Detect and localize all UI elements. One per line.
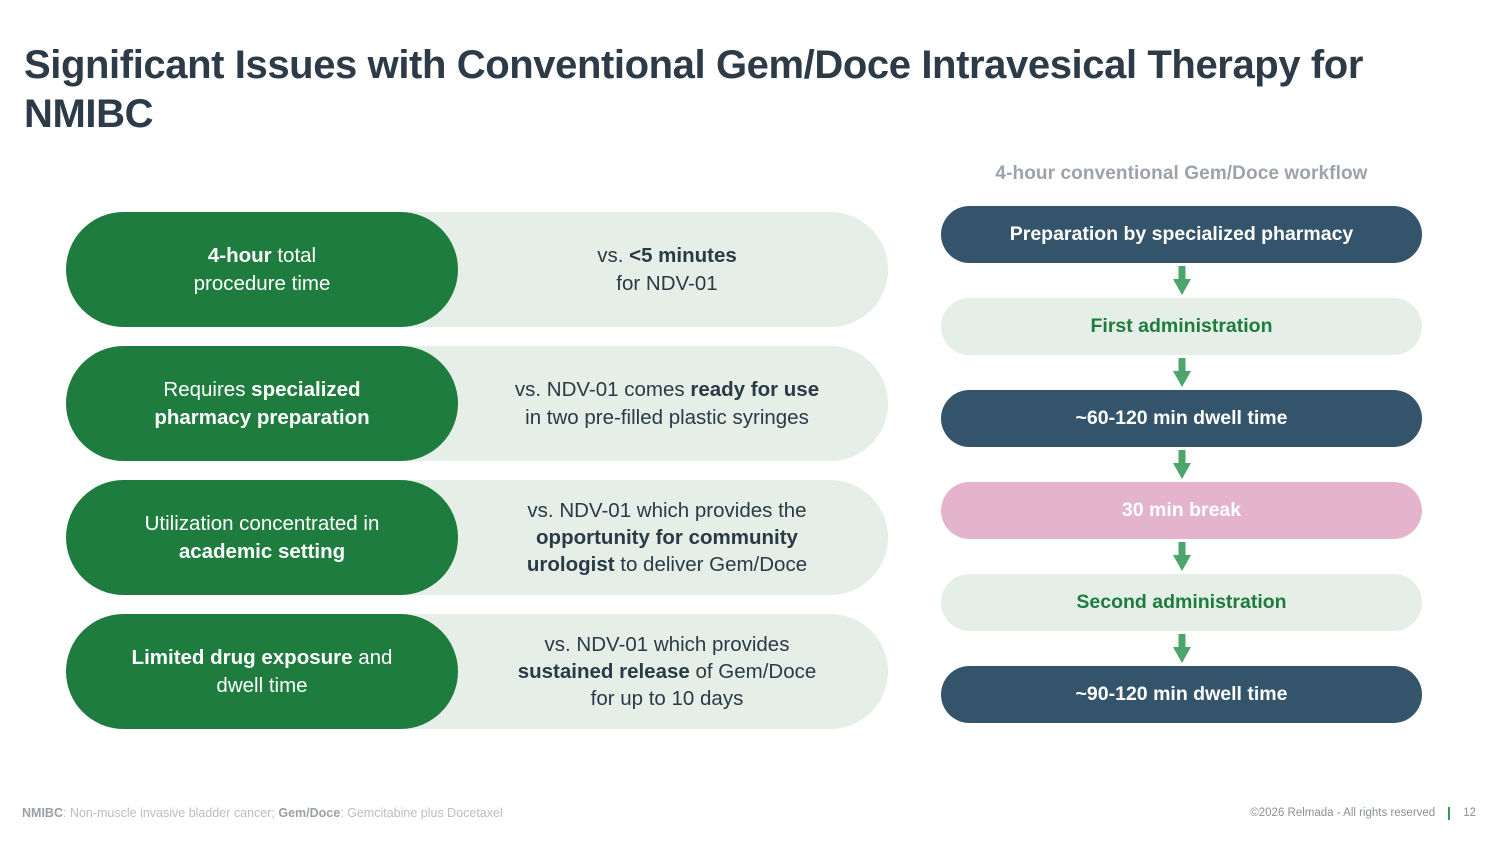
workflow-step-second-dwell-time: ~90-120 min dwell time <box>941 666 1422 723</box>
footer-divider <box>1448 807 1451 821</box>
workflow-step-first-dwell-time: ~60-120 min dwell time <box>941 390 1422 447</box>
arrow-down-icon <box>941 263 1422 298</box>
workflow-heading: 4-hour conventional Gem/Doce workflow <box>995 163 1368 184</box>
workflow-step-second-administration: Second administration <box>941 574 1422 631</box>
arrow-down-icon <box>941 539 1422 574</box>
workflow-step-break: 30 min break <box>941 482 1422 539</box>
footer-right: ©2026 Relmada - All rights reserved 12 <box>1250 806 1476 821</box>
arrow-down-icon <box>941 355 1422 390</box>
workflow-step-first-administration: First administration <box>941 298 1422 355</box>
workflow-column: 4-hour conventional Gem/Doce workflow Pr… <box>941 163 1422 723</box>
footnote-abbreviations: NMIBC: Non-muscle invasive bladder cance… <box>22 805 503 820</box>
arrow-down-icon <box>941 447 1422 482</box>
page-title: Significant Issues with Conventional Gem… <box>24 42 1364 136</box>
page-number: 12 <box>1463 807 1476 820</box>
copyright-text: ©2026 Relmada - All rights reserved <box>1250 807 1436 820</box>
workflow-step-preparation: Preparation by specialized pharmacy <box>941 206 1422 263</box>
arrow-down-icon <box>941 631 1422 666</box>
